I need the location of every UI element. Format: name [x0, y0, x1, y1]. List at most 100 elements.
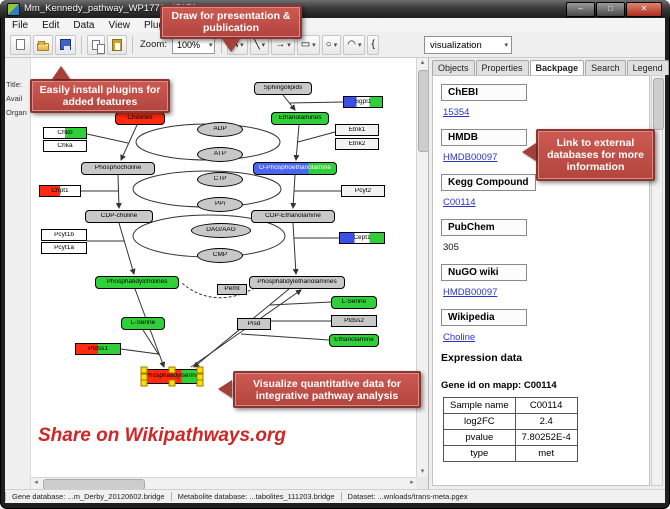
visualization-combo[interactable]: visualization ▾ — [424, 36, 512, 54]
node-l-serine[interactable]: L-Serine — [121, 317, 165, 330]
canvas-vertical-scrollbar[interactable]: ▴ ▾ — [416, 58, 429, 477]
section-header: PubChem — [441, 219, 527, 236]
table-cell: log2FC — [443, 413, 516, 430]
menu-file[interactable]: File — [12, 19, 29, 31]
external-link[interactable]: HMDB00097 — [443, 287, 498, 298]
external-link[interactable]: HMDB00097 — [443, 152, 498, 163]
node-cdp-choline[interactable]: CDP-choline — [85, 210, 153, 223]
node-label: Phosphatidylethanolamines — [257, 279, 337, 286]
node-sgpl1[interactable]: Sgpl1 — [343, 96, 383, 108]
scroll-right-icon[interactable]: ▸ — [410, 479, 414, 486]
node-dag-aag[interactable]: DAG/AAG — [191, 223, 251, 238]
external-link[interactable]: Choline — [443, 332, 476, 343]
oval-tool-glyph-icon: ○ — [325, 38, 332, 50]
node-cdp-ethanolamine[interactable]: CDP-Ethanolamine — [251, 210, 335, 223]
node-pcyt2[interactable]: Pcyt2 — [341, 185, 385, 197]
menu-edit[interactable]: Edit — [42, 19, 60, 31]
open-folder-button[interactable] — [33, 34, 53, 55]
table-cell: 7.80252E-4 — [514, 429, 578, 446]
node-ppi[interactable]: PPi — [197, 197, 243, 212]
node-chpt1[interactable]: Chpt1 — [39, 185, 81, 197]
chevron-down-icon: ▾ — [240, 41, 244, 49]
oval-tool[interactable]: ○▾ — [321, 34, 342, 55]
node-phosphatidylserines[interactable]: Phosphatidylserines — [140, 366, 204, 387]
callout-databases-arrow-icon — [522, 143, 536, 161]
tab-objects[interactable]: Objects — [432, 60, 475, 75]
node-pcyt1b[interactable]: Pcyt1b — [41, 229, 87, 241]
callout-databases-text: Link to external databases for more info… — [547, 137, 644, 173]
node-phosphatidylethanolamines[interactable]: Phosphatidylethanolamines — [249, 276, 345, 289]
node-ptdss1[interactable]: Ptdss1 — [75, 343, 121, 355]
node-ethanolamine[interactable]: Ethanolamine — [329, 334, 379, 347]
node-pcyt1a[interactable]: Pcyt1a — [41, 242, 87, 254]
side-panel-label: Avail — [6, 94, 23, 103]
canvas-horizontal-scrollbar[interactable]: ◂ ▸ — [31, 477, 417, 490]
scroll-up-icon[interactable]: ▴ — [420, 59, 425, 66]
section-header: ChEBI — [441, 84, 527, 101]
selection-handle[interactable] — [196, 379, 204, 387]
node-label: Cholines — [127, 115, 153, 122]
node-cholines[interactable]: Cholines — [115, 112, 165, 125]
node-sphingolipids[interactable]: Sphingolipids — [254, 82, 312, 95]
copy-button[interactable] — [87, 34, 105, 55]
pathway-edges — [81, 94, 344, 368]
node-pisd[interactable]: Pisd — [237, 318, 271, 330]
node-phosphocholine[interactable]: Phosphocholine — [81, 162, 155, 175]
node-cmp[interactable]: CMP — [197, 248, 243, 263]
node-atp[interactable]: ATP — [197, 147, 243, 162]
scrollbar-thumb[interactable] — [653, 78, 664, 130]
minimize-button[interactable]: – — [566, 2, 595, 17]
node-label: Ethanolamines — [278, 115, 322, 122]
node-ptdss2[interactable]: Ptdss2 — [331, 315, 377, 327]
tab-search[interactable]: Search — [585, 60, 626, 75]
node-o-phosphoethanolamine[interactable]: O-Phosphoethanolamine — [253, 162, 337, 175]
selection-handle[interactable] — [168, 379, 176, 387]
menu-data[interactable]: Data — [73, 19, 95, 31]
maximize-button[interactable]: □ — [596, 2, 625, 17]
node-ethanolamines[interactable]: Ethanolamines — [271, 112, 329, 125]
close-button[interactable]: ✕ — [626, 2, 662, 17]
chevron-down-icon: ▾ — [261, 41, 266, 49]
node-label: ADP — [213, 126, 227, 133]
rectangle-tool[interactable]: ▭▾ — [296, 34, 320, 55]
node-cept1[interactable]: Cept1 — [339, 232, 385, 244]
new-file-button[interactable] — [10, 34, 31, 55]
callout-plugins-arrow-icon — [52, 66, 70, 79]
node-etnk1[interactable]: Etnk1 — [335, 124, 379, 136]
selection-handle[interactable] — [140, 379, 148, 387]
paste-button[interactable] — [107, 34, 127, 55]
node-label: CTP — [213, 176, 227, 183]
arc-tool[interactable]: ◠▾ — [343, 34, 366, 55]
status-segment: Gene database: ...m_Derby_20120602.bridg… — [5, 492, 171, 501]
section-header: NuGO wiki — [441, 264, 527, 281]
node-etnk2[interactable]: Etnk2 — [335, 138, 379, 150]
external-link[interactable]: C00114 — [443, 197, 476, 208]
tab-legend[interactable]: Legend — [626, 60, 669, 75]
node-adp[interactable]: ADP — [197, 122, 243, 137]
scroll-down-icon[interactable]: ▾ — [420, 468, 425, 475]
node-label: Ptdss2 — [344, 317, 364, 324]
callout-draw-arrow-icon — [222, 39, 240, 52]
selection-handle[interactable] — [168, 366, 176, 374]
tab-properties[interactable]: Properties — [475, 60, 529, 75]
scroll-left-icon[interactable]: ◂ — [34, 479, 38, 486]
node-phosphatidylcholines[interactable]: Phosphatidylcholines — [95, 276, 179, 289]
node-chkb[interactable]: Chkb — [43, 127, 87, 139]
save-button[interactable] — [55, 34, 76, 55]
tab-backpage[interactable]: Backpage — [529, 60, 585, 75]
node-pemt[interactable]: Pemt — [217, 284, 247, 295]
callout-draw: Draw for presentation & publication — [160, 5, 302, 39]
menu-view[interactable]: View — [108, 19, 130, 31]
node-ctp[interactable]: CTP — [197, 172, 243, 187]
brace-tool[interactable]: { — [367, 34, 379, 55]
external-link[interactable]: 15354 — [443, 107, 470, 118]
node-chka[interactable]: Chka — [43, 140, 87, 152]
node-l-serine[interactable]: L-Serine — [331, 296, 377, 309]
status-segment: Dataset: ...wnloads/trans-meta.pgex — [340, 492, 474, 501]
